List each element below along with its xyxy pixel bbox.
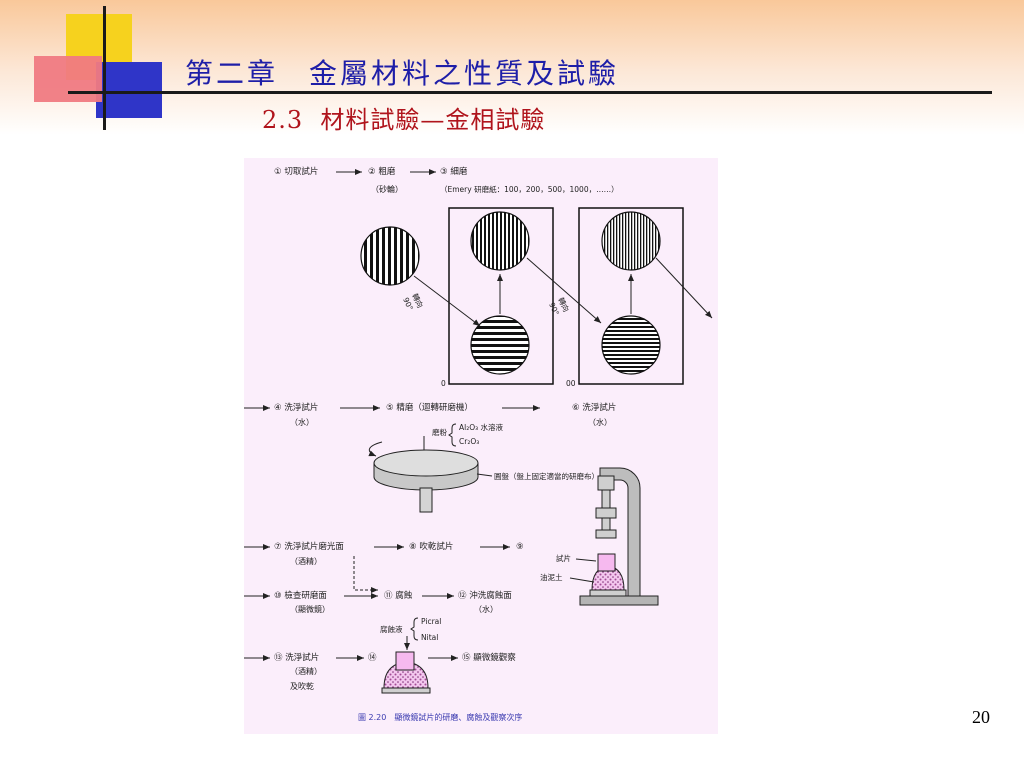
step3-sub: （Emery 研磨紙：100，200，500，1000，……） [440, 184, 619, 194]
step1-label: ① 切取試片 [274, 166, 318, 177]
step7-label: ⑦ 洗淨試片磨光面 [274, 541, 344, 552]
specimen-fine-horizontal [602, 316, 660, 374]
etchant-2: Nital [421, 633, 438, 642]
step7-sub: （酒精） [290, 556, 322, 566]
step12-label: ⑫ 沖洗腐蝕面 [458, 590, 512, 601]
abrasive-2: Cr₂O₃ [459, 437, 479, 446]
mark-right: 00 [566, 379, 576, 388]
decor-vertical-line [103, 6, 106, 130]
page-number: 20 [972, 707, 990, 727]
stage-box-1 [448, 207, 554, 385]
step10-sub: （顯微鏡） [290, 604, 330, 614]
etched-specimen-mount [381, 651, 431, 694]
title-underline [68, 91, 992, 94]
arrow [655, 257, 713, 319]
step3-label: ③ 細磨 [440, 166, 468, 177]
step4-label: ④ 洗淨試片 [274, 402, 318, 413]
step6-sub: （水） [588, 417, 612, 427]
step15-label: ⑮ 顯微鏡觀察 [462, 652, 516, 663]
step5-label: ⑤ 精磨（迴轉研磨機） [386, 402, 473, 413]
arrow [413, 275, 481, 327]
disc-pointer [476, 473, 493, 477]
mounting-press [579, 467, 659, 606]
slide-title: 第二章 金屬材料之性質及試驗 [185, 57, 620, 90]
step2-label: ② 粗磨 [368, 166, 396, 177]
metallography-figure: ① 切取試片 ② 粗磨 （砂輪） ③ 細磨 （Emery 研磨紙：100，200… [244, 158, 718, 734]
specimen-label: 試片 [556, 553, 571, 563]
step14-label: ⑭ [368, 653, 377, 663]
rotating-polishing-disc [368, 441, 479, 513]
pointer [575, 558, 597, 562]
step13-sub2: 及吹乾 [290, 681, 314, 691]
step13-label: ⑬ 洗淨試片 [274, 652, 319, 663]
slide-subtitle: 2.3 材料試驗—金相試驗 [262, 106, 546, 134]
disc-label: 圓盤（盤上固定適當的研磨布） [494, 471, 599, 481]
step12-sub: （水） [474, 604, 498, 614]
clay-label: 油泥土 [540, 572, 563, 582]
specimen-coarse-scratches [361, 227, 419, 285]
etchant-label: 腐蝕液 [380, 624, 403, 634]
figure-diagram: ① 切取試片 ② 粗磨 （砂輪） ③ 細磨 （Emery 研磨紙：100，200… [244, 166, 713, 722]
pointer [569, 577, 595, 583]
abrasive-1: Al₂O₃ 水溶液 [459, 422, 504, 432]
step4-sub: （水） [290, 417, 314, 427]
step2-sub: （砂輪） [371, 184, 403, 194]
etchant-brace [410, 617, 419, 641]
step11-label: ⑪ 腐蝕 [384, 590, 413, 601]
specimen-horizontal [471, 316, 529, 374]
figure-caption: 圖 2.20 顯微鏡試片的研磨、腐蝕及觀察次序 [358, 712, 522, 722]
decor-blue-square [96, 62, 162, 118]
abrasive-label: 磨粉 [432, 427, 447, 437]
dashed-arrow [353, 556, 378, 593]
step13-sub: （酒精） [290, 666, 322, 676]
arrow [526, 257, 602, 324]
specimen-fine-vertical [471, 212, 529, 270]
abrasive-brace [448, 423, 457, 447]
decor-red-square [34, 56, 102, 102]
step9-label: ⑨ [516, 542, 524, 552]
step10-label: ⑩ 檢查研磨面 [274, 590, 327, 601]
step8-label: ⑧ 吹乾試片 [409, 541, 453, 552]
etchant-1: Picral [421, 617, 441, 626]
specimen-finer-vertical [602, 212, 660, 270]
stage-box-2 [578, 207, 684, 385]
step6-label: ⑥ 洗淨試片 [572, 402, 616, 413]
mark-left: 0 [441, 379, 446, 388]
